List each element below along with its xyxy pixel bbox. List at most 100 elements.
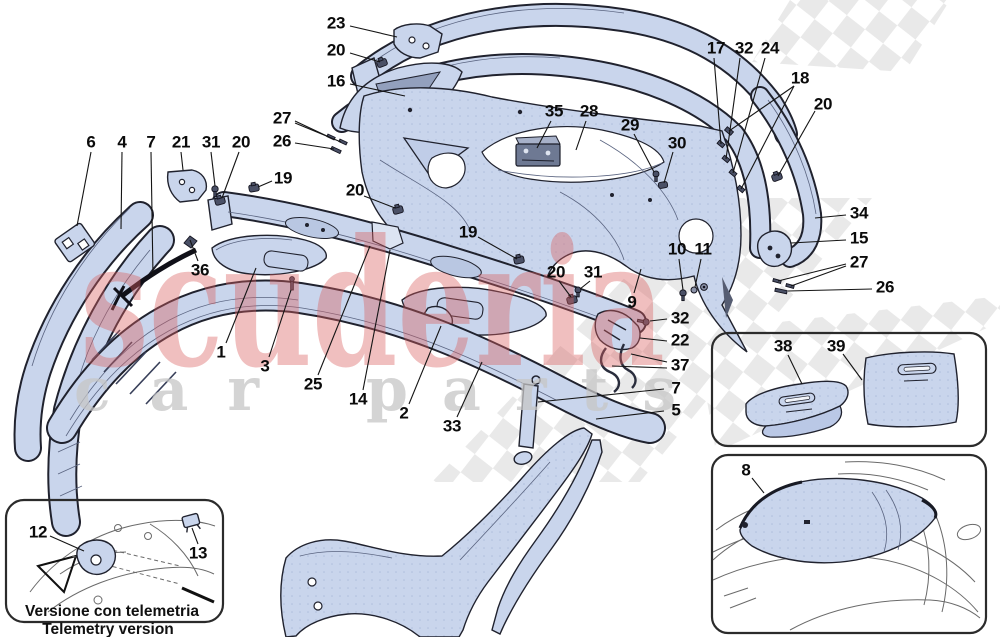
leader-line-32 (649, 318, 668, 322)
leader-line-31 (579, 280, 591, 290)
callout-18[interactable]: 18 (790, 68, 810, 88)
leader-line-31 (210, 151, 216, 187)
callout-20[interactable]: 20 (231, 132, 251, 152)
callout-11[interactable]: 11 (694, 239, 712, 259)
leader-line-23 (349, 25, 398, 38)
leader-line-29 (633, 133, 655, 173)
leader-line-33 (456, 361, 483, 418)
callout-27[interactable]: 27 (849, 252, 869, 272)
watermark-secondary-left: car (74, 355, 260, 425)
pin-icon (289, 276, 295, 291)
callout-10[interactable]: 10 (667, 239, 687, 259)
callout-31[interactable]: 31 (201, 132, 221, 152)
leader-line-3 (268, 289, 292, 358)
callout-20[interactable]: 20 (546, 262, 566, 282)
leader-line-2 (408, 325, 442, 405)
callout-15[interactable]: 15 (849, 228, 869, 248)
callout-6[interactable]: 6 (86, 132, 96, 152)
leader-line-27 (294, 122, 342, 143)
pin-icon (330, 145, 342, 155)
footnote-english: Telemetry version (42, 621, 174, 637)
callout-4[interactable]: 4 (117, 132, 127, 152)
leader-line-30 (663, 151, 674, 184)
callout-19[interactable]: 19 (458, 222, 478, 242)
callout-7[interactable]: 7 (146, 132, 156, 152)
leader-line-28 (575, 120, 587, 151)
callout-37[interactable]: 37 (670, 355, 690, 375)
watermark-primary-text: scuderia (80, 202, 665, 407)
leader-line-20 (363, 195, 396, 209)
callout-39[interactable]: 39 (826, 336, 846, 356)
inset-covers (710, 331, 988, 448)
leader-line-26 (294, 142, 335, 150)
callout-20[interactable]: 20 (813, 94, 833, 114)
leader-line-11 (694, 258, 702, 288)
leader-line-14 (362, 249, 391, 391)
callout-32[interactable]: 32 (734, 38, 754, 58)
footnote-italian: Versione con telemetria (24, 603, 200, 620)
callout-20[interactable]: 20 (326, 40, 346, 60)
callout-5[interactable]: 5 (671, 400, 681, 420)
callout-38[interactable]: 38 (773, 336, 793, 356)
part-bracket-15 (756, 230, 793, 268)
callout-22[interactable]: 22 (670, 330, 690, 350)
callout-26[interactable]: 26 (272, 131, 292, 151)
clip-icon (513, 253, 525, 265)
screw-icon (652, 170, 660, 182)
leader-line-8 (751, 477, 765, 494)
callout-16[interactable]: 16 (326, 71, 346, 91)
callout-2[interactable]: 2 (399, 403, 409, 423)
callout-27[interactable]: 27 (272, 108, 292, 128)
leader-line-5 (595, 410, 665, 420)
part-pillar-strip (491, 439, 603, 635)
leader-line-20 (558, 280, 572, 298)
callout-28[interactable]: 28 (579, 101, 599, 121)
leader-line-7 (537, 388, 665, 403)
callout-32[interactable]: 32 (670, 308, 690, 328)
callout-31[interactable]: 31 (583, 262, 603, 282)
callout-33[interactable]: 33 (442, 416, 462, 436)
inset-roof (710, 453, 988, 635)
callout-34[interactable]: 34 (849, 203, 869, 223)
callout-17[interactable]: 17 (706, 38, 726, 58)
callout-12[interactable]: 12 (28, 522, 48, 542)
callout-20[interactable]: 20 (345, 180, 365, 200)
callout-3[interactable]: 3 (260, 356, 270, 376)
callout-30[interactable]: 30 (667, 133, 687, 153)
leader-line-39 (842, 353, 863, 381)
callout-23[interactable]: 23 (326, 13, 346, 33)
leader-line-6 (76, 151, 92, 227)
leader-line-22 (639, 337, 668, 342)
callout-8[interactable]: 8 (741, 460, 751, 480)
callout-14[interactable]: 14 (348, 389, 368, 409)
fasteners (211, 56, 795, 326)
leader-line-24 (732, 57, 766, 174)
clip-icon (214, 194, 226, 206)
callout-24[interactable]: 24 (760, 38, 780, 58)
leader-line-16 (349, 83, 406, 97)
callout-19[interactable]: 19 (273, 168, 293, 188)
callout-9[interactable]: 9 (627, 292, 637, 312)
callout-7[interactable]: 7 (671, 378, 681, 398)
washer-icon (700, 283, 708, 291)
leader-line-9 (633, 268, 642, 294)
leader-line-13 (191, 527, 199, 545)
leader-line-17 (713, 57, 722, 145)
callout-21[interactable]: 21 (171, 132, 191, 152)
part-hooks-37 (599, 343, 637, 393)
leader-line-27 (777, 263, 847, 282)
callout-26[interactable]: 26 (875, 277, 895, 297)
callout-1[interactable]: 1 (216, 342, 226, 362)
leader-line-34 (814, 214, 847, 219)
leader-line-36 (189, 239, 199, 262)
callout-13[interactable]: 13 (188, 543, 208, 563)
part-header-rail (207, 191, 647, 335)
callout-25[interactable]: 25 (303, 374, 323, 394)
part-telemetry-bracket-13 (181, 512, 201, 533)
part-damper-rod (513, 375, 541, 465)
part-bracket-21 (166, 169, 208, 203)
leader-line-12 (49, 535, 85, 552)
callout-36[interactable]: 36 (190, 260, 210, 280)
callout-29[interactable]: 29 (620, 115, 640, 135)
callout-35[interactable]: 35 (544, 101, 564, 121)
